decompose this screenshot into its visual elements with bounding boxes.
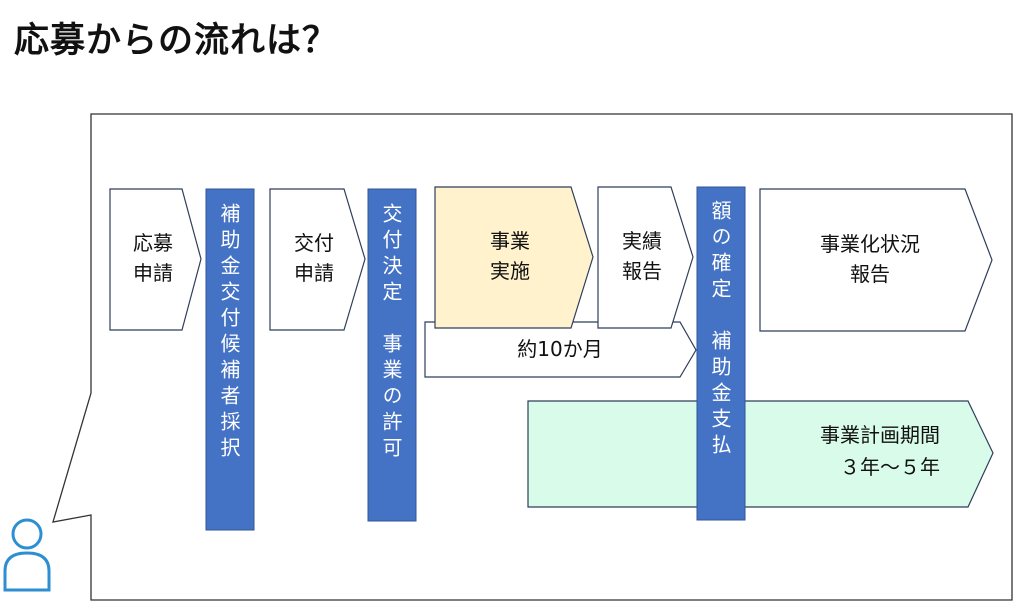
bar-confirm xyxy=(696,186,746,521)
bar-decision-label: 交付決定 事業の許可 xyxy=(379,203,403,463)
step-results-shape xyxy=(597,186,694,329)
bar-candidate xyxy=(205,188,255,531)
step-implementation-shape xyxy=(434,186,594,329)
bar-candidate-label: 補助金交付候補者採択 xyxy=(217,203,241,463)
step-apply-label: 応募 申請 xyxy=(133,231,173,285)
plan-period-line1: 事業計画期間 xyxy=(820,423,940,447)
bar-decision xyxy=(367,188,417,522)
step-results-label: 実績 報告 xyxy=(622,229,662,283)
step-grant-apply-shape xyxy=(269,188,366,331)
step-status-report-label: 事業化状況 報告 xyxy=(820,232,920,286)
duration-label: 約10か月 xyxy=(517,337,603,361)
plan-period-arrow xyxy=(527,400,994,508)
plan-period-line2: ３年～５年 xyxy=(840,455,940,479)
bar-confirm-label: 額の確定 補助金支払 xyxy=(708,200,732,460)
person-icon xyxy=(3,518,51,592)
step-status-report-shape xyxy=(759,188,993,332)
step-implementation-label: 事業 実施 xyxy=(490,229,530,283)
step-apply-shape xyxy=(109,188,202,331)
step-grant-apply-label: 交付 申請 xyxy=(294,231,334,285)
page-title: 応募からの流れは？ xyxy=(14,21,339,61)
